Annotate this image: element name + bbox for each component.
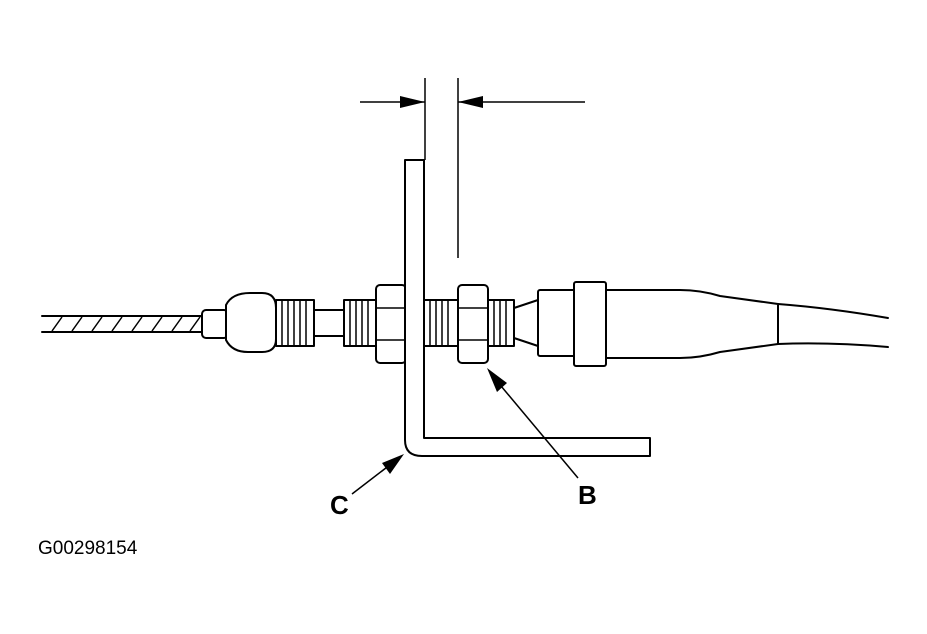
cable-collar: [201, 309, 229, 339]
callout-c-label: C: [330, 490, 349, 520]
outer-cable: [777, 303, 889, 348]
lock-nut-b: [457, 284, 489, 364]
threaded-adjuster-left: [275, 299, 315, 347]
dimension-arrow-left: [400, 96, 425, 108]
threaded-adjuster-right: [423, 299, 459, 347]
lock-nut-c: [375, 284, 407, 364]
callout-c-arrow: [382, 454, 404, 474]
cable-housing-collar: [573, 281, 607, 367]
cable-housing-body: [537, 289, 577, 357]
cable-housing-sleeve: [605, 289, 779, 359]
cable-end-cap: [225, 292, 277, 353]
bracket: [404, 159, 651, 457]
callout-b-label: B: [578, 480, 597, 510]
threaded-adjuster-end: [487, 299, 515, 347]
figure-id: G00298154: [38, 538, 138, 559]
adjuster-taper: [513, 299, 539, 347]
inner-cable: [41, 315, 205, 333]
callout-b: B: [487, 368, 597, 510]
adjuster-neck: [313, 309, 345, 337]
callout-b-arrow: [487, 368, 507, 392]
callout-c: C: [330, 454, 404, 520]
threaded-adjuster-middle: [343, 299, 377, 347]
dimension-arrow-right: [458, 96, 483, 108]
clearance-dimension: [360, 78, 585, 258]
